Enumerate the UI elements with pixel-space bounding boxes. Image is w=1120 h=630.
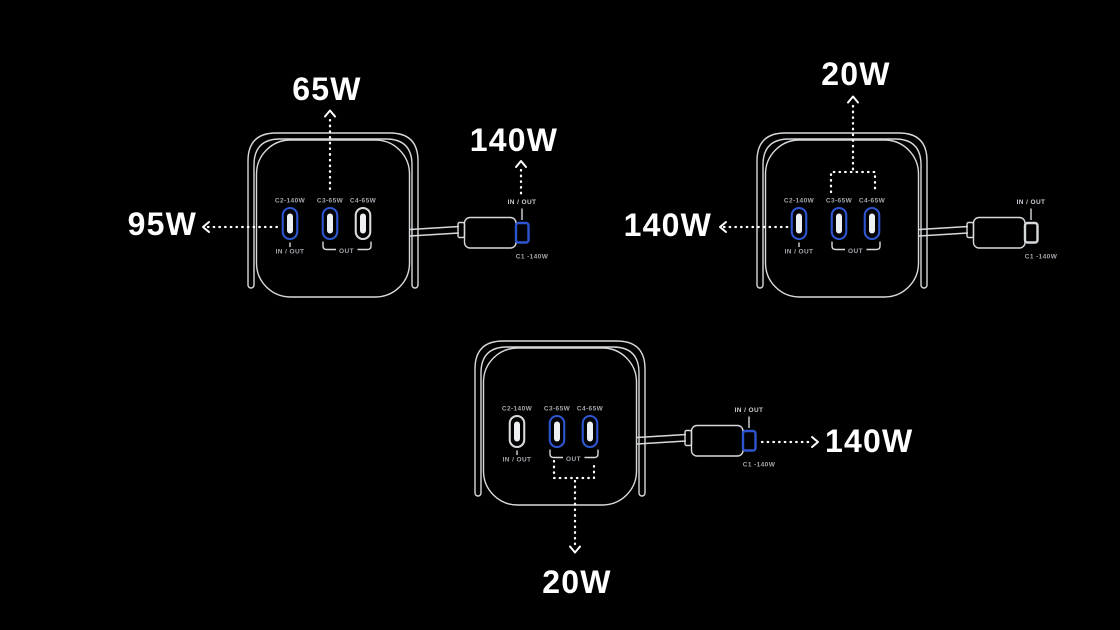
port-c3-label: C3-65W	[544, 406, 571, 413]
charger-outline	[247, 132, 419, 298]
port-c2	[281, 206, 299, 241]
c2-in-out-label: IN / OUT	[276, 249, 305, 256]
usb-c-cable	[409, 216, 517, 249]
port-pill	[581, 414, 599, 449]
usb-c-cable	[636, 424, 744, 457]
annotation-65w: 65W	[292, 71, 361, 107]
arrowhead-up-icon	[515, 160, 527, 168]
dotted-bracket-c3c4	[552, 459, 596, 480]
port-c2	[508, 414, 526, 449]
arrowhead-down-icon	[569, 545, 581, 554]
port-pill	[790, 206, 808, 241]
cable-c1-label: C1 -140W	[743, 462, 776, 469]
cable-c1-label: C1 -140W	[516, 254, 549, 261]
out-bracket	[322, 241, 372, 251]
port-pill	[508, 414, 526, 449]
scenario-3-annotations: 140W 20W	[542, 423, 913, 600]
port-c2	[790, 206, 808, 241]
scenario-1-annotations: 95W 65W 140W	[128, 71, 558, 242]
arrowhead-left-icon	[202, 221, 210, 233]
cable-in-out-label: IN / OUT	[1017, 199, 1046, 206]
port-c4	[354, 206, 372, 241]
port-c3	[548, 414, 566, 449]
port-c2-label: C2-140W	[275, 198, 306, 205]
dotted-bracket-c3c4	[829, 170, 877, 194]
arrowhead-up-icon	[847, 95, 859, 104]
arrowhead-left-icon	[719, 221, 727, 233]
port-pill	[321, 206, 339, 241]
charger-outline	[474, 340, 646, 506]
port-pill	[354, 206, 372, 241]
cable-tip-c1	[1023, 221, 1039, 244]
cable-in-out-label: IN / OUT	[735, 407, 764, 414]
annotation-140w: 140W	[825, 423, 913, 459]
port-c4-label: C4-65W	[577, 406, 604, 413]
port-c4-label: C4-65W	[859, 198, 886, 205]
port-c3-label: C3-65W	[826, 198, 853, 205]
out-bracket-label: OUT	[339, 248, 354, 255]
charger-outline	[756, 132, 928, 298]
out-bracket	[549, 449, 599, 459]
c2-in-out-label: IN / OUT	[503, 457, 532, 464]
port-c3	[321, 206, 339, 241]
annotation-140w: 140W	[470, 122, 558, 158]
out-bracket-label: OUT	[566, 456, 581, 463]
c2-in-out-label: IN / OUT	[785, 249, 814, 256]
charger-scenario-1: C2-140W C3-65W C4-65W IN / OUT OUT IN / …	[247, 132, 549, 298]
out-bracket	[831, 241, 881, 251]
cable-tip-c1	[741, 429, 757, 452]
cable-tip-c1	[514, 221, 530, 244]
annotation-95w: 95W	[128, 206, 197, 242]
port-c2-label: C2-140W	[784, 198, 815, 205]
port-pill	[830, 206, 848, 241]
annotation-20w: 20W	[821, 56, 890, 92]
port-c4	[581, 414, 599, 449]
usb-c-cable	[918, 216, 1026, 249]
charger-scenario-2: C2-140W C3-65W C4-65W IN / OUT OUT IN / …	[756, 132, 1058, 298]
port-c3	[830, 206, 848, 241]
port-c4-label: C4-65W	[350, 198, 377, 205]
port-c4	[863, 206, 881, 241]
charger-scenario-3: C2-140W C3-65W C4-65W IN / OUT OUT IN / …	[474, 340, 776, 506]
arrowhead-up-icon	[324, 109, 336, 118]
port-pill	[548, 414, 566, 449]
port-pill	[863, 206, 881, 241]
arrowhead-right-icon	[811, 436, 819, 448]
port-c3-label: C3-65W	[317, 198, 344, 205]
cable-c1-label: C1 -140W	[1025, 254, 1058, 261]
port-c2-label: C2-140W	[502, 406, 533, 413]
port-pill	[281, 206, 299, 241]
scenario-2-annotations: 140W 20W	[624, 56, 890, 243]
cable-in-out-label: IN / OUT	[508, 199, 537, 206]
annotation-140w: 140W	[624, 207, 712, 243]
out-bracket-label: OUT	[848, 248, 863, 255]
annotation-20w: 20W	[542, 564, 611, 600]
